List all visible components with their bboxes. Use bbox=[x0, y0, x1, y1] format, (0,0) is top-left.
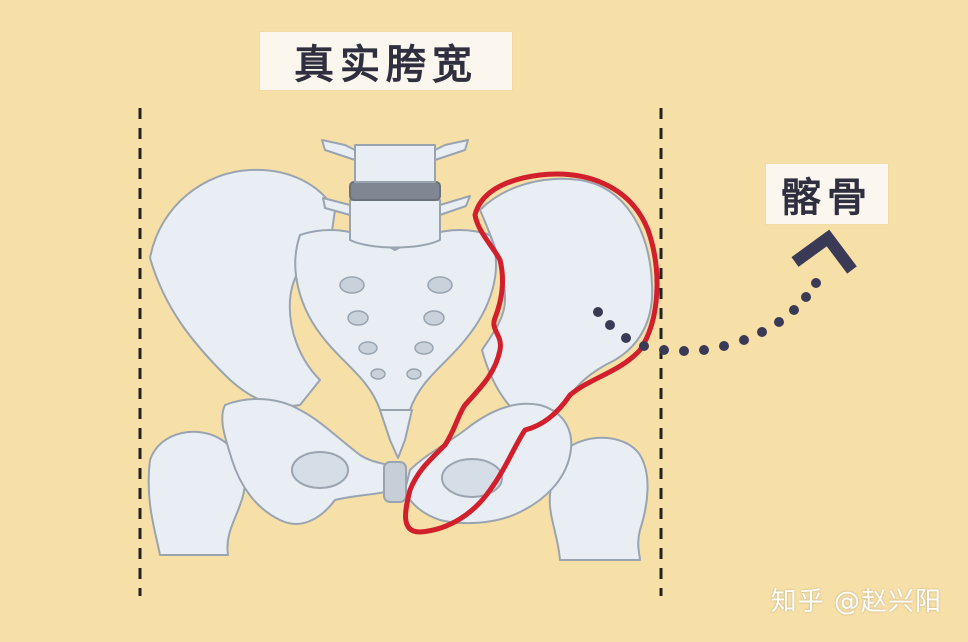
intervertebral-disc bbox=[349, 181, 441, 201]
right-femur bbox=[548, 436, 649, 561]
right-ilium bbox=[479, 177, 654, 416]
sacral-foramen bbox=[423, 310, 445, 326]
pelvis-bones bbox=[147, 139, 654, 561]
lumbar-vertebra-upper bbox=[354, 144, 436, 183]
ilium-label: 髂骨 bbox=[766, 164, 888, 224]
sacral-foramen bbox=[406, 368, 422, 380]
sacral-foramen bbox=[370, 368, 386, 380]
sacral-foramen bbox=[414, 341, 434, 355]
sacrum bbox=[294, 229, 497, 411]
sacral-foramen bbox=[358, 341, 378, 355]
left-femur bbox=[147, 430, 246, 556]
dotted-arrow bbox=[593, 278, 821, 356]
ilium-highlight-outline bbox=[403, 171, 660, 535]
transverse-process-right-lower bbox=[439, 195, 471, 216]
left-ilium bbox=[149, 168, 336, 407]
left-obturator-foramen bbox=[291, 451, 349, 489]
sacral-foramen bbox=[347, 310, 369, 326]
pubic-symphysis bbox=[383, 461, 407, 503]
coccyx bbox=[379, 409, 413, 459]
arrow-head-icon bbox=[791, 229, 857, 274]
transverse-process-left-lower bbox=[322, 197, 351, 216]
watermark: 知乎 @赵兴阳 bbox=[770, 587, 942, 617]
sacral-foramen bbox=[339, 276, 365, 294]
transverse-process-left bbox=[321, 139, 356, 161]
lumbar-vertebra-body bbox=[349, 199, 441, 249]
transverse-process-right bbox=[434, 139, 469, 161]
right-obturator-foramen bbox=[441, 458, 503, 498]
sacral-foramen bbox=[427, 276, 453, 294]
page-title: 真实胯宽 bbox=[260, 32, 512, 90]
